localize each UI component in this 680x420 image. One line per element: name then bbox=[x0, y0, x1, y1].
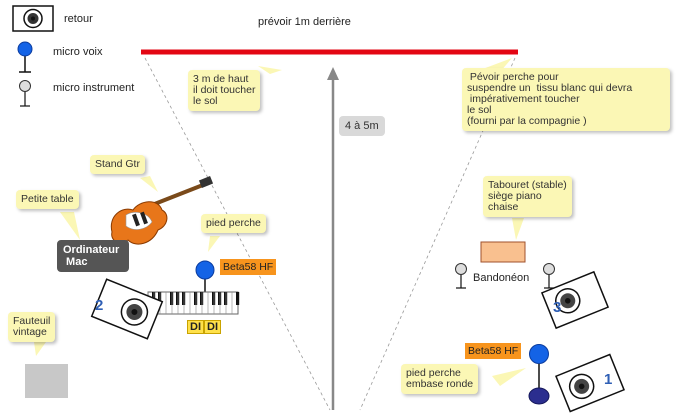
note-armchair: Fauteuil vintage bbox=[8, 312, 56, 342]
instrument-mic-right-icon bbox=[543, 263, 555, 289]
stage-left-line bbox=[144, 57, 331, 411]
di-box-2: DI bbox=[204, 320, 221, 334]
bandoneon-label: Bandonéon bbox=[473, 272, 530, 284]
note-tail-stand bbox=[140, 176, 158, 192]
note-tail-pied-ronde bbox=[492, 368, 526, 386]
legend-vocal-mic-icon bbox=[17, 41, 33, 73]
note-tail-tabouret bbox=[512, 218, 524, 240]
guitar-icon bbox=[110, 176, 214, 245]
stage-right-line bbox=[359, 57, 516, 411]
note-tail-3m bbox=[258, 66, 282, 74]
mic-label-right: Beta58 HF bbox=[465, 343, 522, 359]
monitor-3-number: 3 bbox=[553, 299, 562, 316]
mic-label-left: Beta58 HF bbox=[220, 259, 277, 275]
note-three-meters: 3 m de haut il doit toucher le sol bbox=[188, 70, 261, 111]
depth-arrow-head bbox=[327, 67, 339, 80]
monitor-1-icon bbox=[555, 353, 625, 413]
legend-retour-icon bbox=[12, 5, 54, 32]
legend-instrument-mic-icon bbox=[19, 80, 31, 107]
note-tail-fauteuil bbox=[34, 342, 46, 356]
di-box-1: DI bbox=[187, 320, 204, 334]
note-round-base-stand: pied perche embase ronde bbox=[401, 364, 479, 394]
legend-vocal-mic-label: micro voix bbox=[53, 46, 103, 58]
computer-mac-box: Ordinateur Mac bbox=[57, 240, 129, 272]
vocal-mic-right-icon bbox=[528, 344, 550, 405]
instrument-mic-left-icon bbox=[455, 263, 467, 289]
legend-instrument-mic-label: micro instrument bbox=[53, 82, 135, 94]
backdrop-spacing-label: prévoir 1m derrière bbox=[258, 16, 351, 28]
monitor-1-number: 1 bbox=[604, 371, 613, 388]
monitor-3-icon bbox=[540, 270, 610, 330]
depth-label: 4 à 5m bbox=[339, 116, 385, 136]
monitor-2-number: 2 bbox=[95, 297, 104, 314]
monitor-2-icon bbox=[90, 278, 164, 340]
keyboard-icon bbox=[147, 291, 240, 315]
vocal-mic-left-icon bbox=[195, 260, 215, 297]
note-tail-pied bbox=[208, 236, 220, 252]
note-small-table: Petite table bbox=[16, 190, 79, 209]
note-pole-for-curtain: Pévoir perche pour suspendre un tissu bl… bbox=[462, 68, 670, 131]
tabouret-seat bbox=[480, 241, 526, 263]
note-tail-table bbox=[60, 212, 80, 240]
note-stool: Tabouret (stable) siège piano chaise bbox=[483, 176, 572, 217]
legend-retour-label: retour bbox=[64, 13, 93, 25]
note-pole-stand: pied perche bbox=[201, 214, 266, 233]
note-guitar-stand: Stand Gtr bbox=[90, 155, 145, 174]
armchair-shape bbox=[25, 364, 68, 398]
